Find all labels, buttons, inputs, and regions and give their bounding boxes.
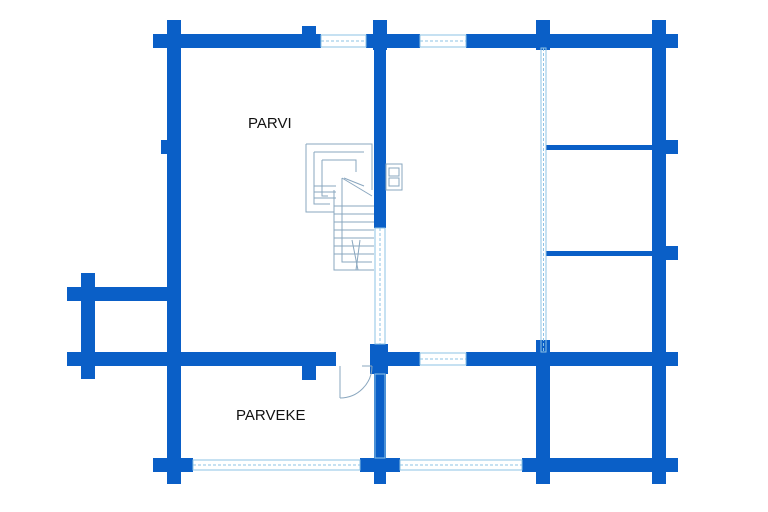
wall-middle-right [466, 352, 678, 366]
wall-post [302, 352, 316, 380]
chimney-box [385, 163, 403, 191]
wall-central-upper [374, 34, 386, 228]
wall-post [167, 446, 181, 484]
windows [192, 34, 547, 471]
wall-post [652, 246, 678, 260]
wall-post [536, 20, 550, 50]
railing-bottom-left [192, 459, 361, 471]
wall-middle-left [67, 352, 336, 366]
door-swing [339, 365, 373, 399]
wall-middle-mid [386, 352, 420, 366]
wall-bottom-mid [360, 458, 400, 472]
wall-lower-center [374, 366, 386, 484]
window-middle [419, 352, 467, 366]
railing-vertical-center [374, 227, 386, 345]
wall-bottom-right [522, 458, 678, 472]
wall-left [167, 34, 181, 474]
wall-post [302, 26, 316, 48]
staircase [305, 143, 374, 271]
wall-top-left [153, 34, 321, 48]
walls [67, 20, 678, 484]
railing-vertical-right [540, 47, 547, 353]
railing-vertical-lower [374, 373, 386, 459]
wall-post [161, 140, 181, 154]
railing-bottom-mid [399, 459, 523, 471]
room-label-parveke: PARVEKE [236, 407, 305, 424]
wall-post [167, 340, 181, 380]
partition-2 [546, 251, 652, 256]
porch-left-wall [81, 273, 95, 379]
window-top-1 [320, 34, 367, 48]
wall-top-right [466, 34, 678, 48]
room-label-parvi: PARVI [248, 115, 292, 132]
wall-post [652, 140, 678, 154]
partition-1 [546, 145, 652, 150]
wall-lower-right-room [536, 366, 550, 484]
window-top-2 [419, 34, 467, 48]
